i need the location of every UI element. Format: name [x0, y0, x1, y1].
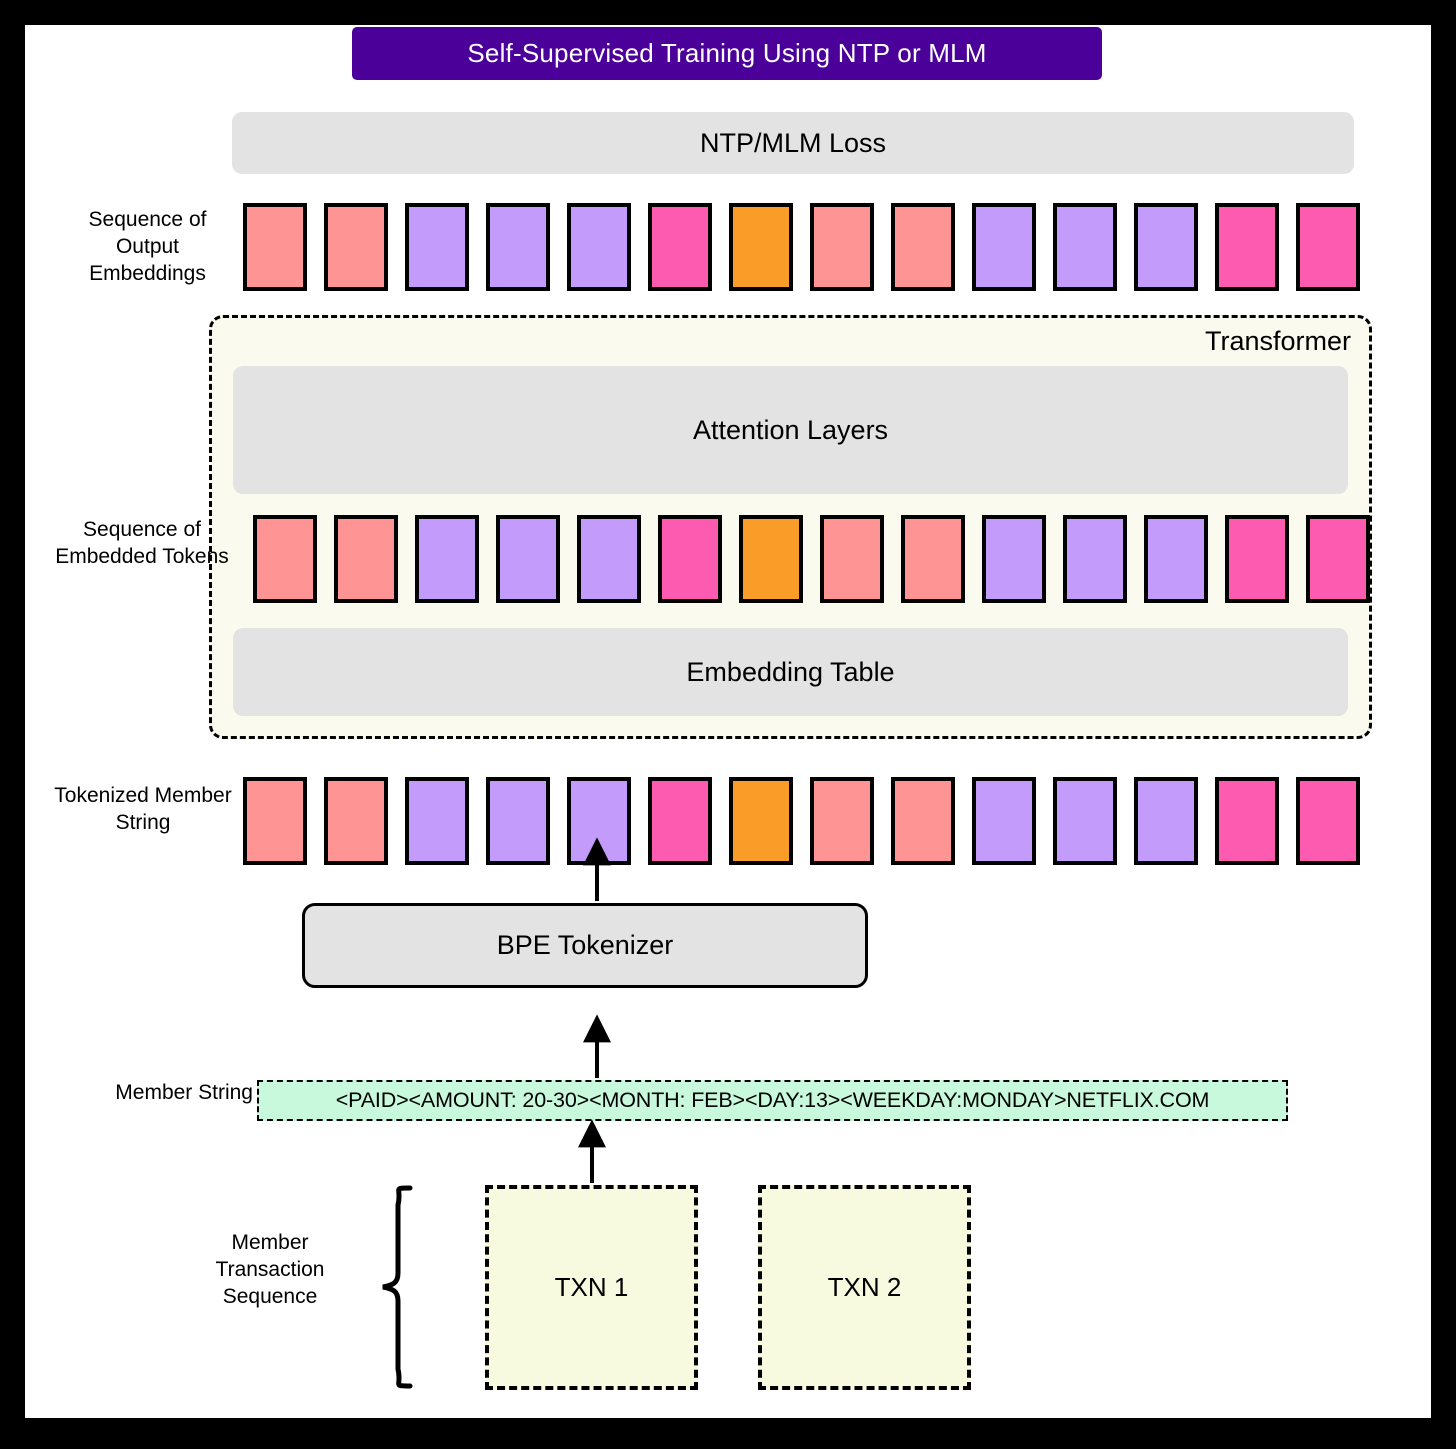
output-embeddings-row	[243, 203, 1360, 291]
token-8-salmon	[810, 777, 874, 865]
label-member-string: Member String	[115, 1081, 253, 1104]
ntp-mlm-loss-block: NTP/MLM Loss	[232, 112, 1354, 174]
token-13-pink	[1215, 203, 1279, 291]
token-12-purple	[1134, 777, 1198, 865]
token-5-purple	[567, 203, 631, 291]
token-6-pink	[648, 777, 712, 865]
transaction-box-1: TXN 1	[485, 1185, 698, 1390]
token-6-pink	[648, 203, 712, 291]
token-9-salmon	[901, 515, 965, 603]
member-string-value: <PAID><AMOUNT: 20-30><MONTH: FEB><DAY:13…	[335, 1088, 1210, 1112]
page-title: Self-Supervised Training Using NTP or ML…	[352, 27, 1102, 80]
transformer-label: Transformer	[1204, 326, 1351, 356]
token-14-pink	[1296, 777, 1360, 865]
token-3-purple	[415, 515, 479, 603]
token-8-salmon	[820, 515, 884, 603]
token-10-purple	[972, 777, 1036, 865]
attention-layers-block: Attention Layers	[233, 366, 1348, 494]
bpe-tokenizer-block: BPE Tokenizer	[302, 903, 868, 988]
page-title-text: Self-Supervised Training Using NTP or ML…	[467, 38, 987, 68]
token-13-pink	[1225, 515, 1289, 603]
label-embedded-tokens: Sequence of Embedded Tokens	[55, 518, 229, 568]
transaction-label-2: TXN 2	[827, 1272, 902, 1302]
token-2-salmon	[324, 777, 388, 865]
embedding-table-block: Embedding Table	[233, 628, 1348, 716]
token-4-purple	[486, 203, 550, 291]
token-9-salmon	[891, 777, 955, 865]
token-13-pink	[1215, 777, 1279, 865]
token-5-purple	[577, 515, 641, 603]
tokenized-string-row	[243, 777, 1360, 865]
token-1-salmon	[243, 203, 307, 291]
member-string-box: <PAID><AMOUNT: 20-30><MONTH: FEB><DAY:13…	[257, 1080, 1288, 1121]
token-2-salmon	[324, 203, 388, 291]
transaction-sequence-brace	[382, 1185, 413, 1389]
ntp-mlm-loss-label: NTP/MLM Loss	[699, 127, 887, 158]
embedding-table-label: Embedding Table	[686, 656, 895, 687]
token-1-salmon	[253, 515, 317, 603]
token-12-purple	[1144, 515, 1208, 603]
token-6-pink	[658, 515, 722, 603]
label-member-transaction-sequence: Member Transaction Sequence	[215, 1231, 325, 1308]
token-10-purple	[982, 515, 1046, 603]
token-11-purple	[1053, 203, 1117, 291]
token-14-pink	[1296, 203, 1360, 291]
token-7-orange	[729, 777, 793, 865]
token-5-purple	[567, 777, 631, 865]
label-output-embeddings: Sequence of Output Embeddings	[88, 208, 207, 285]
token-11-purple	[1053, 777, 1117, 865]
transaction-box-2: TXN 2	[758, 1185, 971, 1390]
bpe-tokenizer-label: BPE Tokenizer	[496, 930, 674, 960]
token-12-purple	[1134, 203, 1198, 291]
attention-layers-label: Attention Layers	[692, 414, 889, 445]
token-14-pink	[1306, 515, 1370, 603]
token-11-purple	[1063, 515, 1127, 603]
token-10-purple	[972, 203, 1036, 291]
token-1-salmon	[243, 777, 307, 865]
token-7-orange	[739, 515, 803, 603]
token-4-purple	[496, 515, 560, 603]
token-9-salmon	[891, 203, 955, 291]
token-4-purple	[486, 777, 550, 865]
transaction-label-1: TXN 1	[554, 1272, 629, 1302]
token-7-orange	[729, 203, 793, 291]
embedded-tokens-row	[253, 515, 1370, 603]
token-3-purple	[405, 203, 469, 291]
token-8-salmon	[810, 203, 874, 291]
token-2-salmon	[334, 515, 398, 603]
token-3-purple	[405, 777, 469, 865]
label-tokenized-member-string: Tokenized Member String	[54, 784, 232, 834]
diagram-canvas: Self-Supervised Training Using NTP or ML…	[25, 25, 1431, 1418]
